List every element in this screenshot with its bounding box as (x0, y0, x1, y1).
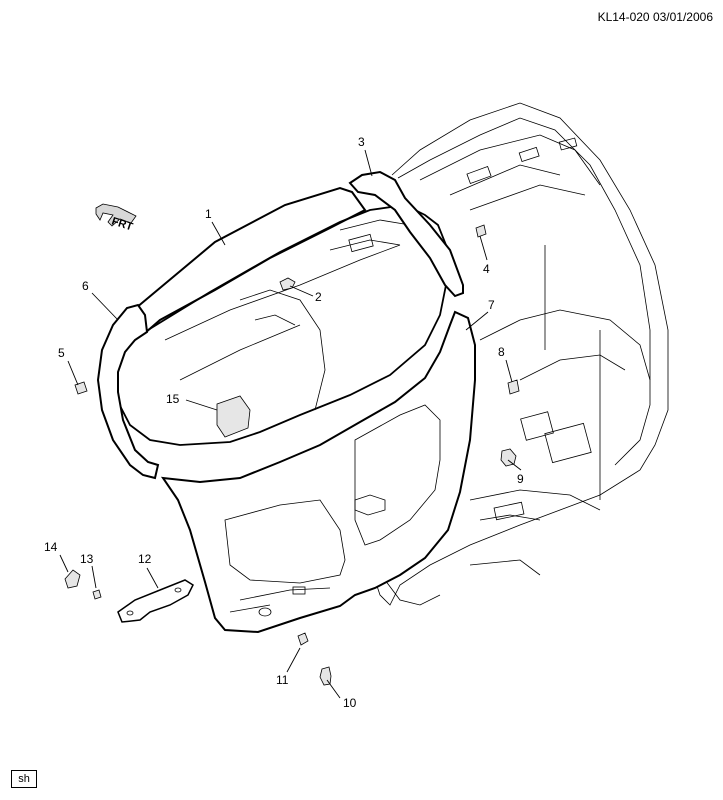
leader-lines (59, 149, 522, 699)
pull-handle (117, 579, 194, 623)
clip-part-8 (507, 379, 520, 395)
screw-part-13 (92, 589, 102, 600)
callout-10: 10 (343, 696, 357, 710)
callout-6: 6 (82, 279, 89, 293)
callout-13: 13 (80, 552, 94, 566)
footer-tag: sh (11, 770, 37, 788)
clip-part-11 (297, 632, 309, 646)
document-id: KL14-020 03/01/2006 (597, 10, 713, 24)
left-pillar-trim (96, 303, 160, 480)
callout-11: 11 (276, 673, 289, 687)
clip-part-9 (500, 448, 517, 467)
screw-part-10 (319, 666, 332, 686)
clip-part-5 (74, 381, 88, 395)
callout-5: 5 (58, 346, 65, 360)
cap-part-14 (64, 569, 81, 589)
cover-part-15 (216, 395, 251, 438)
callout-3: 3 (358, 135, 365, 149)
clip-part-4 (475, 224, 487, 238)
callout-labels: 1 2 3 4 5 6 7 8 9 10 11 12 13 14 15 (44, 135, 524, 710)
callout-2: 2 (315, 290, 322, 304)
callout-14: 14 (44, 540, 58, 554)
callout-7: 7 (488, 298, 495, 312)
callout-1: 1 (205, 207, 212, 221)
clips (64, 224, 520, 686)
callout-15: 15 (166, 392, 180, 406)
lower-trim-panel (160, 310, 476, 634)
callout-12: 12 (138, 552, 152, 566)
callout-4: 4 (483, 262, 490, 276)
front-orientation-arrow: FRT (95, 203, 137, 233)
right-pillar-trim (348, 170, 464, 298)
clip-part-2 (279, 277, 296, 291)
callout-8: 8 (498, 345, 505, 359)
callout-9: 9 (517, 472, 524, 486)
liftgate-body (239, 102, 669, 606)
